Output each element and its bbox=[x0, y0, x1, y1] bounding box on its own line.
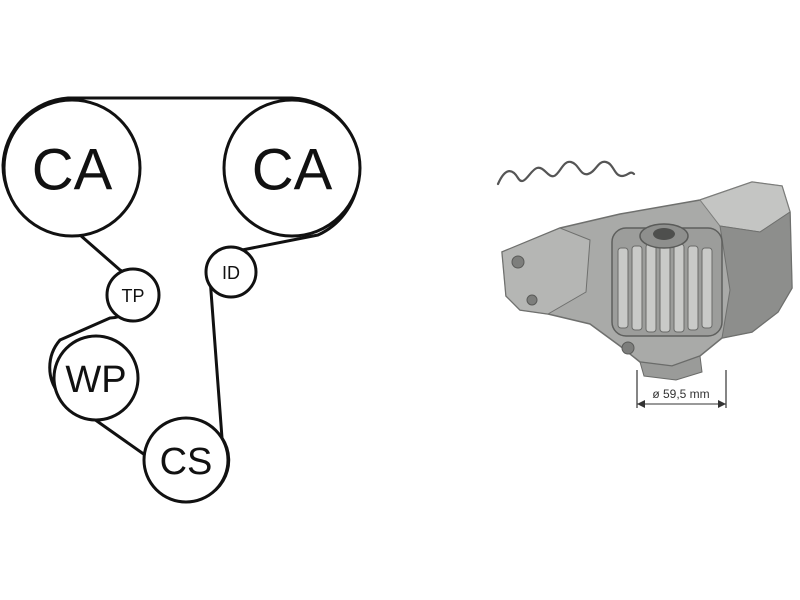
tensioner-pulley-label: TP bbox=[121, 286, 144, 306]
crankshaft-pulley-label: CS bbox=[160, 441, 213, 483]
camshaft-pulley-left-label: CA bbox=[32, 138, 113, 203]
idler-pulley-label: ID bbox=[222, 263, 240, 283]
pump-left-lobe bbox=[501, 227, 591, 315]
timing-belt-diagram: CA CA TP ID WP CS bbox=[1, 96, 362, 504]
camshaft-pulley-left-circle bbox=[2, 98, 142, 238]
water-pump-pulley: WP bbox=[52, 334, 140, 422]
idler-pulley-circle bbox=[204, 245, 258, 299]
crankshaft-pulley: CS bbox=[142, 416, 230, 504]
camshaft-pulley-right: CA bbox=[222, 98, 362, 238]
mounting-hole-icon bbox=[526, 294, 538, 306]
crankshaft-pulley-circle bbox=[142, 416, 230, 504]
mounting-hole-icon bbox=[511, 255, 525, 269]
idler-pulley: ID bbox=[204, 245, 258, 299]
pump-sprocket-icon bbox=[611, 223, 723, 337]
tensioner-pulley: TP bbox=[105, 267, 161, 323]
water-pump-illustration: ø 59,5 mm bbox=[496, 160, 793, 408]
camshaft-pulley-left: CA bbox=[2, 98, 142, 238]
gasket-icon bbox=[496, 160, 636, 186]
water-pump-pulley-circle bbox=[52, 334, 140, 422]
pump-right-flange bbox=[719, 211, 793, 339]
tensioner-pulley-circle bbox=[105, 267, 161, 323]
diameter-label: ø 59,5 mm bbox=[652, 387, 709, 401]
pump-outlet bbox=[639, 355, 703, 381]
mounting-hole-icon bbox=[621, 341, 635, 355]
camshaft-pulley-right-label: CA bbox=[252, 138, 333, 203]
water-pump-pulley-label: WP bbox=[65, 359, 126, 401]
camshaft-pulley-right-circle bbox=[222, 98, 362, 238]
diameter-dimension: ø 59,5 mm bbox=[636, 370, 727, 408]
